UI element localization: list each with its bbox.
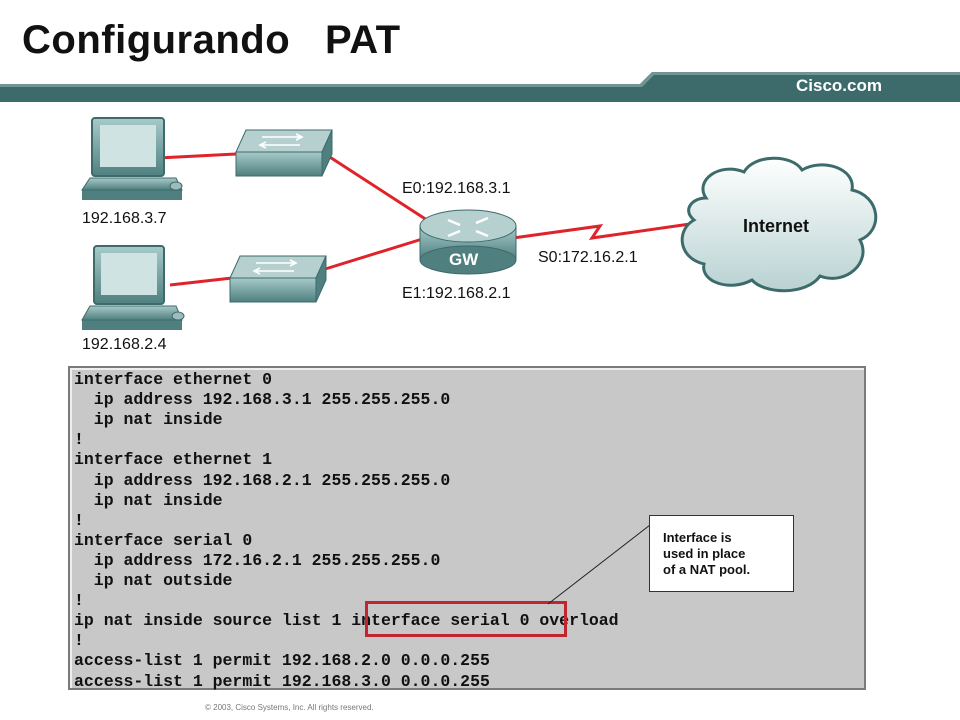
brand-bar [0,72,960,102]
config-line: ip address 172.16.2.1 255.255.255.0 [74,550,441,570]
config-line: ! [74,430,84,450]
config-line: ip nat inside [74,410,223,430]
config-line: ! [74,591,84,611]
host-top-ip: 192.168.3.7 [82,210,167,227]
workstation-top-icon [81,117,183,200]
config-line: ! [74,631,84,651]
config-line: ip nat inside [74,490,223,510]
link-switch-bottom-router [321,234,433,272]
e1-interface-label: E1:192.168.2.1 [402,285,511,302]
router-label: GW [449,250,479,269]
host-bottom-ip: 192.168.2.4 [82,336,167,353]
highlight-box [365,601,567,637]
config-line: ip nat outside [74,571,233,590]
link-host-top-switch [157,152,237,160]
config-line: ip nat inside source list 1 interface se… [74,611,619,631]
link-host-bottom-switch [169,276,233,287]
callout-line: used in place [663,546,746,561]
internet-cloud-icon [680,156,878,293]
switch-top-icon [235,129,333,177]
copyright-text: © 2003, Cisco Systems, Inc. All rights r… [205,703,374,712]
workstation-bottom-icon [81,245,185,330]
callout-line: Interface is [663,530,732,545]
config-line: access-list 1 permit 192.168.3.0 0.0.0.2… [74,671,490,691]
page-title: Configurando PAT [22,18,401,62]
link-switch-top-router [321,150,431,224]
config-line: access-list 1 permit 192.168.2.0 0.0.0.2… [74,651,490,671]
config-line: interface serial 0 [74,530,253,550]
s0-interface-label: S0:172.16.2.1 [538,249,638,266]
config-line: ip address 192.168.3.1 255.255.255.0 [74,390,451,410]
callout-line: of a NAT pool. [663,562,751,577]
brand-logo-text: Cisco.com [796,76,882,95]
serial-link [512,222,691,240]
config-line: ip address 192.168.2.1 255.255.255.0 [74,470,451,490]
callout-box: Interface is used in place of a NAT pool… [649,515,794,592]
config-line: interface ethernet 0 [74,370,273,389]
e0-interface-label: E0:192.168.3.1 [402,180,511,197]
cloud-label: Internet [743,216,810,236]
router-icon [419,209,517,275]
config-line: interface ethernet 1 [74,450,273,470]
config-line: ! [74,510,84,530]
network-diagram [81,117,878,330]
switch-bottom-icon [229,255,327,303]
